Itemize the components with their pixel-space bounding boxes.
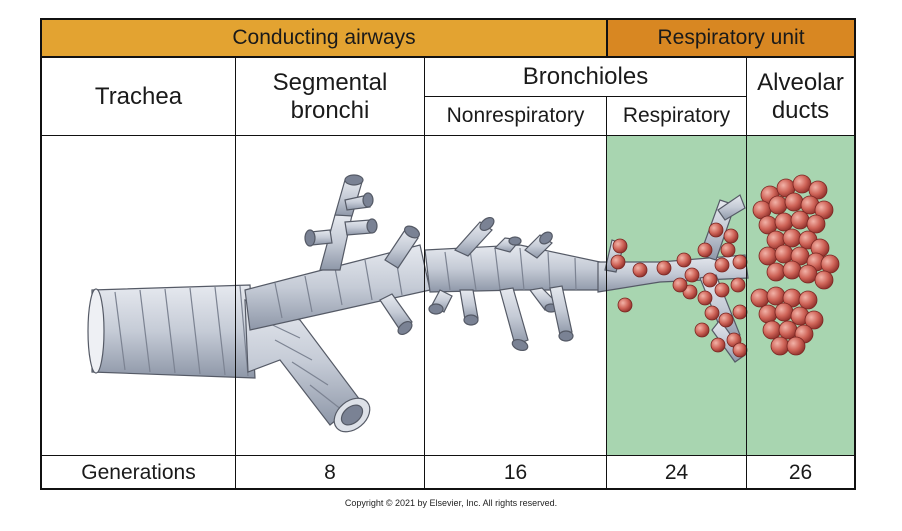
generation-nonrespiratory: 16	[425, 456, 606, 489]
generation-segmental: 8	[236, 456, 424, 489]
column-header-bottom-divider	[40, 135, 856, 136]
header-nonrespiratory: Nonrespiratory	[425, 97, 606, 135]
header-alveolar-ducts: Alveolar ducts	[747, 58, 854, 135]
band-divider	[606, 18, 607, 58]
header-respiratory: Respiratory	[607, 97, 746, 135]
header-segmental-bronchi: Segmental bronchi	[236, 58, 424, 135]
header-bronchioles: Bronchioles	[425, 58, 746, 96]
generation-alveolar: 26	[747, 456, 854, 489]
generation-respiratory: 24	[607, 456, 746, 489]
generations-label: Generations	[42, 456, 235, 489]
header-trachea: Trachea	[42, 58, 235, 135]
column-divider-3	[606, 96, 607, 490]
copyright-notice: Copyright © 2021 by Elsevier, Inc. All r…	[0, 498, 902, 508]
